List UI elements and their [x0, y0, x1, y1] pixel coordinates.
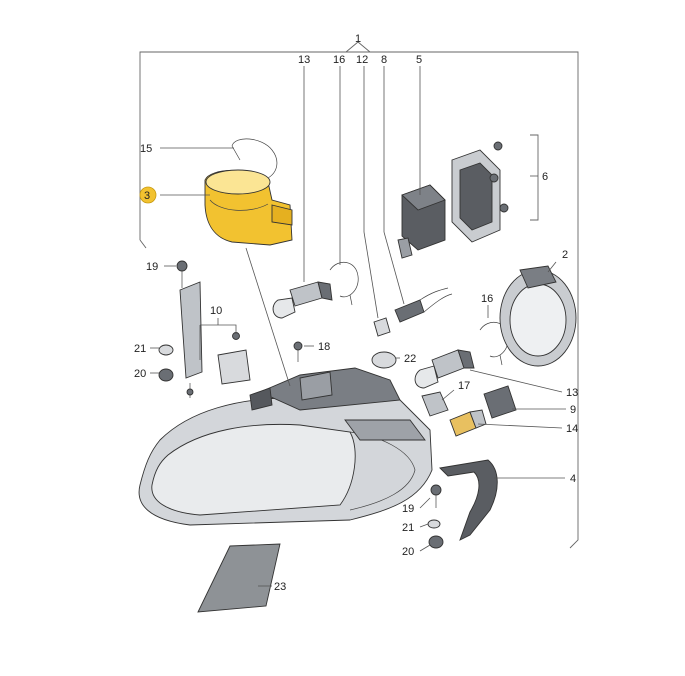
bulb-part-13-lower [414, 349, 475, 389]
callout-5: 5 [416, 54, 422, 66]
callout-18: 18 [318, 341, 330, 353]
callout-16-top: 16 [333, 54, 345, 66]
callout-6: 6 [542, 171, 548, 183]
callout-20-left: 20 [134, 368, 146, 380]
callout-19-left: 19 [146, 261, 158, 273]
callout-17: 17 [458, 380, 470, 392]
callout-3-highlight [139, 186, 157, 204]
bracket-part-10 [186, 332, 251, 398]
callout-19-right: 19 [402, 503, 414, 515]
highlighted-cap-part-3 [204, 169, 293, 246]
bulb-socket-part-17 [421, 391, 449, 417]
wire-clip-part-16-upper [329, 262, 359, 306]
callout-16-right: 16 [481, 293, 493, 305]
headlight-housing [138, 367, 433, 526]
label-sheet-part-23 [197, 543, 281, 613]
callout-10: 10 [210, 305, 222, 317]
control-unit-part-5 [397, 184, 446, 259]
callout-3: 3 [144, 190, 150, 202]
cap-part-22 [371, 351, 397, 369]
screw-part-18 [293, 341, 303, 362]
housing-plate-part-6 [451, 134, 539, 243]
mounting-hardware-right [427, 484, 444, 549]
small-bulb-part-12 [373, 317, 391, 337]
callout-15: 15 [140, 143, 152, 155]
callout-labels: 1 13 16 12 8 5 15 3 6 2 19 16 10 18 21 2… [134, 33, 578, 593]
socket-part-9 [483, 385, 517, 419]
callout-13-right: 13 [566, 387, 578, 399]
callout-22: 22 [404, 353, 416, 365]
bulb-part-13-upper [272, 281, 333, 319]
callout-13-top: 13 [298, 54, 310, 66]
assembly-frame [139, 41, 579, 549]
callout-1: 1 [355, 33, 361, 45]
mounting-bracket-left [158, 260, 203, 382]
callout-21-right: 21 [402, 522, 414, 534]
lamp-socket-part-8 [394, 287, 453, 323]
callout-21-left: 21 [134, 343, 146, 355]
callout-8: 8 [381, 54, 387, 66]
callout-12: 12 [356, 54, 368, 66]
callout-20-right: 20 [402, 546, 414, 558]
bulb-part-14 [449, 409, 487, 437]
callout-9: 9 [570, 404, 576, 416]
callout-2: 2 [562, 249, 568, 261]
lens-ring-part-2 [499, 265, 577, 367]
leader-lines [150, 66, 566, 587]
seal-strip-part-4 [439, 459, 498, 541]
callout-14: 14 [566, 423, 578, 435]
callout-23: 23 [274, 581, 286, 593]
callout-4: 4 [570, 473, 576, 485]
